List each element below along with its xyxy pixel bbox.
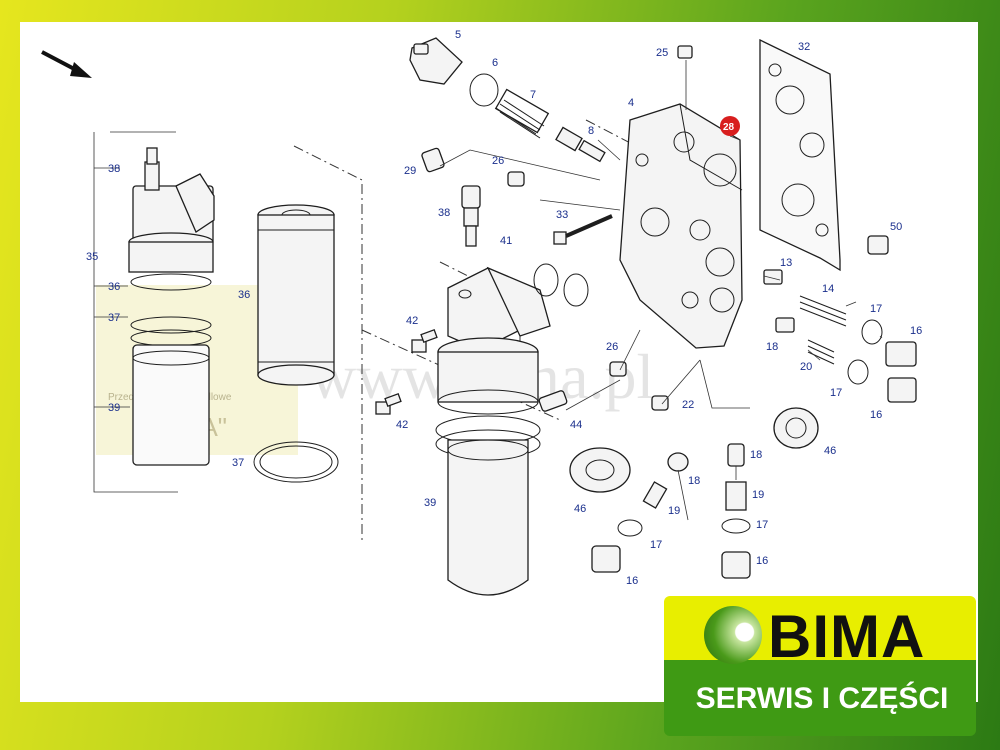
pressure-sensor (461, 185, 481, 247)
callout-36: 36 (238, 289, 250, 301)
callout-13: 13 (780, 257, 792, 269)
callout-22: 22 (682, 399, 694, 411)
callout-44: 44 (570, 419, 582, 431)
plug-26b (609, 361, 627, 377)
callout-46: 46 (574, 503, 586, 515)
callout-36: 36 (108, 281, 120, 293)
callout-26: 26 (606, 341, 618, 353)
plug-26 (507, 171, 525, 187)
callout-6: 6 (492, 57, 498, 69)
callout-41: 41 (500, 235, 512, 247)
callout-14: 14 (822, 283, 834, 295)
valve-block (619, 103, 743, 349)
logo-brand: BIMA (768, 603, 926, 670)
callout-29: 29 (404, 165, 416, 177)
logo-green-panel (664, 660, 976, 736)
callout-42: 42 (406, 315, 418, 327)
highlight-marker (720, 116, 740, 136)
callout-16: 16 (756, 555, 768, 567)
callout-37: 37 (108, 312, 120, 324)
seal-ring-17 (861, 319, 883, 345)
callout-19: 19 (752, 489, 764, 501)
temperature-sensor (538, 390, 568, 412)
plug-50 (867, 235, 889, 255)
filter-assembly-left (93, 131, 215, 493)
filter-housing (435, 266, 551, 596)
callout-38: 38 (108, 163, 120, 175)
valve-seat (763, 269, 783, 285)
callout-39: 39 (108, 402, 120, 414)
callout-7: 7 (530, 89, 536, 101)
callout-17: 17 (870, 303, 882, 315)
seal-ring-17b (847, 359, 869, 385)
callout-33: 33 (556, 209, 568, 221)
callout-18: 18 (688, 475, 700, 487)
valve-piston (555, 126, 606, 163)
plug-22 (651, 395, 669, 411)
callout-50: 50 (890, 221, 902, 233)
callout-25: 25 (656, 47, 668, 59)
callout-38: 38 (438, 207, 450, 219)
seal-pair (533, 263, 589, 307)
valve-stack-left (591, 452, 689, 573)
callout-16: 16 (626, 575, 638, 587)
callout-28: 28 (723, 122, 735, 133)
long-bolt (553, 214, 613, 245)
callout-8: 8 (588, 125, 594, 137)
fitting-46 (569, 407, 819, 493)
plug-16 (885, 341, 917, 403)
callout-20: 20 (800, 361, 812, 373)
callout-26: 26 (492, 155, 504, 167)
callout-18: 18 (750, 449, 762, 461)
callout-18: 18 (766, 341, 778, 353)
callout-35: 35 (86, 251, 98, 263)
seal-ring (469, 73, 499, 107)
callout-16: 16 (910, 325, 922, 337)
callout-17: 17 (650, 539, 662, 551)
callout-39: 39 (424, 497, 436, 509)
callout-37: 37 (232, 457, 244, 469)
logo-tagline: SERWIS I CZĘŚCI (695, 682, 949, 715)
o-ring (253, 441, 339, 483)
small-plug (677, 45, 693, 59)
callout-46: 46 (824, 445, 836, 457)
callout-42: 42 (396, 419, 408, 431)
filter-element (257, 204, 335, 386)
callout-16: 16 (870, 409, 882, 421)
callout-17: 17 (830, 387, 842, 399)
callout-32: 32 (798, 41, 810, 53)
valve-stack-right (721, 443, 751, 579)
plug (409, 37, 463, 85)
bolt (375, 329, 438, 415)
callout-5: 5 (455, 29, 461, 41)
spring (494, 88, 550, 139)
gasket (759, 38, 841, 272)
direction-arrow-icon (41, 50, 92, 78)
callout-19: 19 (668, 505, 680, 517)
callout-17: 17 (756, 519, 768, 531)
callout-4: 4 (628, 97, 634, 109)
bima-logo: BIMA SERWIS I CZĘŚCI (664, 596, 976, 736)
plug-29 (421, 147, 445, 173)
ball-icon (704, 606, 762, 664)
spring-14 (799, 295, 847, 327)
valve-seat-18 (775, 317, 795, 333)
